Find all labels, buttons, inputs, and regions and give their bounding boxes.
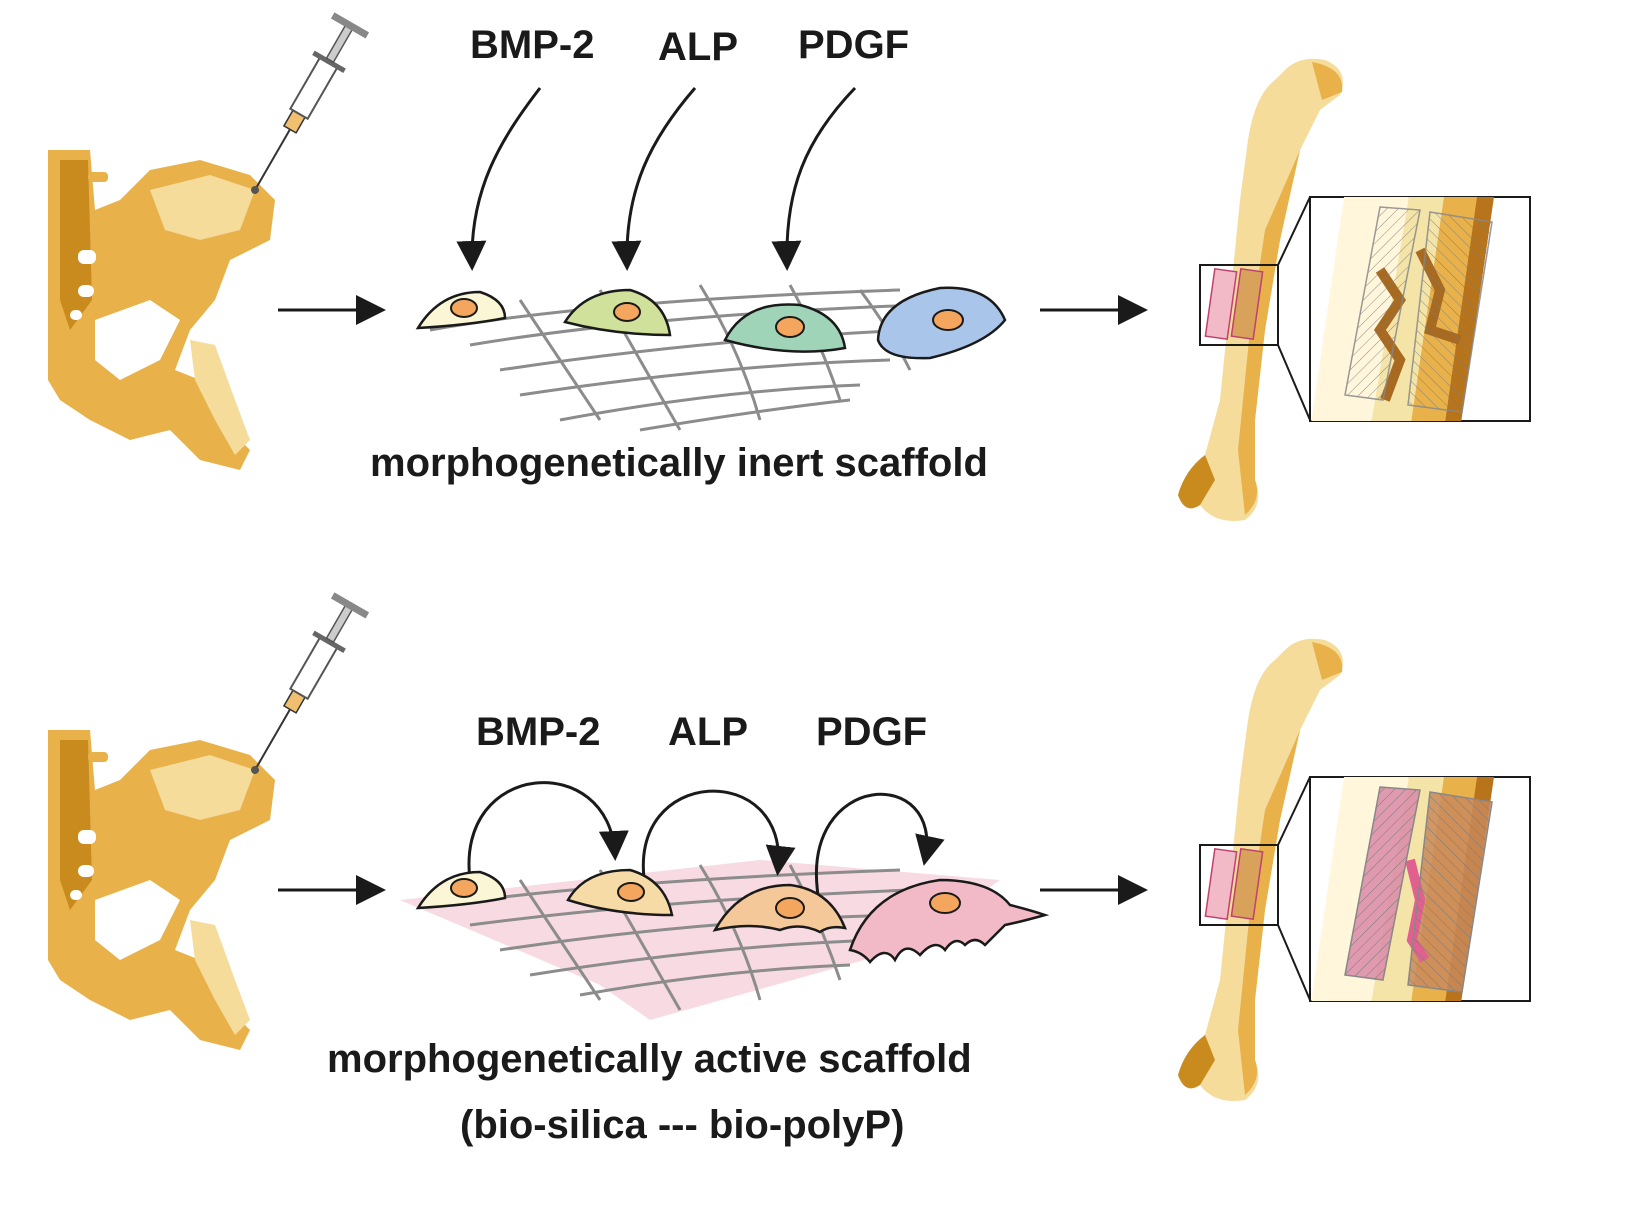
panel-inert: BMP-2 ALP PDGF — [48, 12, 1531, 521]
femur-icon — [1178, 58, 1343, 521]
syringe-icon — [251, 592, 370, 774]
cell-pink — [848, 878, 1050, 964]
femur-icon — [1178, 638, 1343, 1101]
panel-active: BMP-2 ALP PDGF — [48, 592, 1531, 1147]
cell-green — [563, 288, 672, 337]
caption-active: morphogenetically active scaffold — [327, 1037, 972, 1081]
syringe-icon — [251, 12, 370, 194]
factor-label-alp: ALP — [668, 710, 748, 754]
active-scaffold-sheet — [400, 860, 1000, 1020]
factor-label-alp: ALP — [658, 25, 738, 69]
feedback-arrow-pdgf — [814, 792, 945, 896]
cell-teal — [723, 303, 847, 353]
pelvis-icon — [48, 150, 275, 470]
cell-peach — [566, 868, 674, 917]
caption-inert: morphogenetically inert scaffold — [370, 441, 988, 485]
factor-arrow-bmp2 — [456, 87, 542, 271]
feedback-arrow-alp — [641, 789, 796, 886]
feedback-arrow-bmp2 — [467, 781, 629, 881]
scaffold-mesh — [429, 284, 921, 432]
caption-active-sub: (bio-silica --- bio-polyP) — [460, 1103, 904, 1147]
zoom-box — [1199, 844, 1279, 926]
zoom-box — [1199, 264, 1279, 346]
factor-label-bmp2: BMP-2 — [476, 710, 600, 754]
factor-arrow-pdgf — [771, 86, 857, 271]
fracture-zoom-icon — [1309, 776, 1531, 1002]
cell-stem — [415, 870, 507, 910]
pelvis-icon — [48, 730, 275, 1050]
factor-label-pdgf: PDGF — [798, 23, 909, 67]
factor-arrow-alp — [611, 87, 697, 271]
cell-orange — [712, 883, 848, 934]
fracture-zoom-icon — [1309, 196, 1531, 422]
cell-stem — [415, 290, 507, 330]
cell-blue — [876, 286, 1007, 360]
factor-label-pdgf: PDGF — [816, 710, 927, 754]
factor-label-bmp2: BMP-2 — [470, 23, 594, 67]
